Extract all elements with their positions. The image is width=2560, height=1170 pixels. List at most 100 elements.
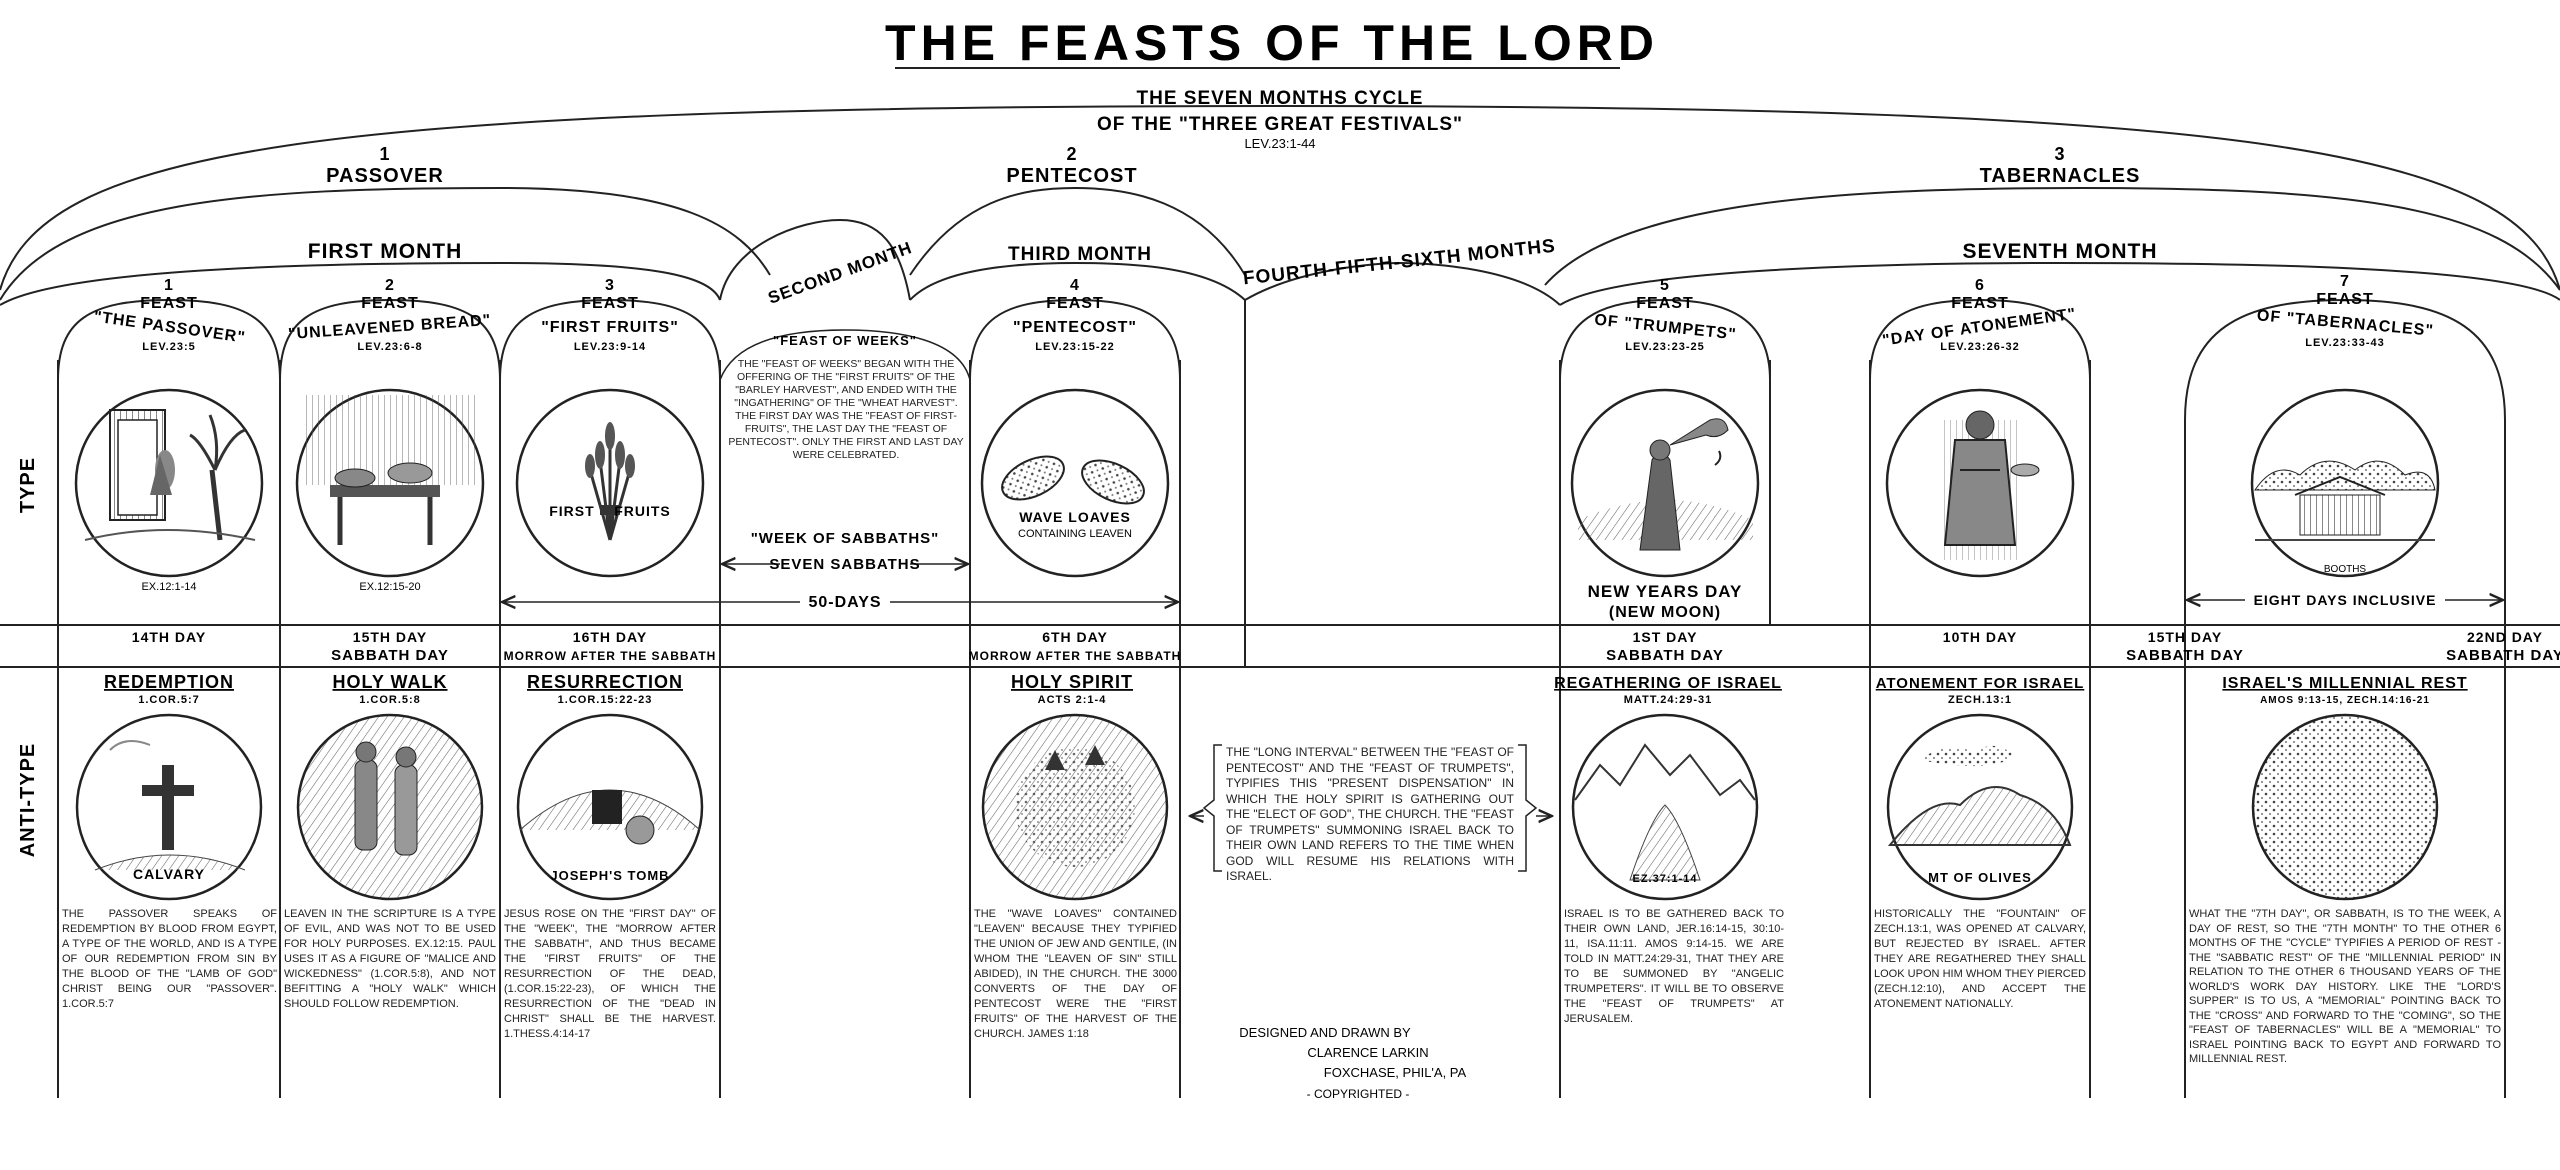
chart-title: THE FEASTS OF THE LORD — [885, 15, 1659, 71]
pentecost-scene — [1001, 455, 1145, 505]
row-label-type: TYPE — [17, 457, 39, 513]
feast-6-word: FEAST — [1951, 295, 2008, 312]
credit: DESIGNED AND DRAWN BY CLARENCE LARKIN FO… — [1239, 1025, 1466, 1101]
seventh-month-label: SEVENTH MONTH — [1962, 240, 2157, 263]
olives-scene — [1887, 745, 2072, 846]
third-month-label: THIRD MONTH — [1008, 244, 1152, 265]
anti-3-text-box: JESUS ROSE ON THE "FIRST DAY" OF THE "WE… — [504, 908, 716, 1040]
anti-5-ref: MATT.24:29-31 — [1624, 694, 1713, 706]
anti-7-text-box: WHAT THE "7TH DAY", OR SABBATH, IS TO TH… — [2189, 908, 2501, 1065]
tabernacles-scene — [2254, 460, 2436, 541]
anti-6-caption: MT OF OLIVES — [1928, 870, 2032, 885]
feast-3-day: 16TH DAY — [573, 629, 647, 645]
festival-3-name: TABERNACLES — [1980, 165, 2141, 187]
feast-1-header: 1 FEAST "THE PASSOVER" LEV.23:5 — [93, 277, 247, 353]
feast-5-name: OF "TRUMPETS" — [1594, 312, 1738, 344]
anti-2-title: HOLY WALK — [332, 672, 447, 692]
anti-1-ref: 1.COR.5:7 — [138, 694, 200, 706]
credit-line-1: DESIGNED AND DRAWN BY — [1239, 1025, 1411, 1040]
outer-cycle-arch — [0, 104, 2560, 291]
feast-5-day: 1ST DAY — [1633, 629, 1698, 645]
feast-3-number: 3 — [605, 277, 615, 294]
anti-2-text: LEAVEN IN THE SCRIPTURE IS A TYPE OF EVI… — [284, 908, 496, 1010]
feast-6-ref: LEV.23:26-32 — [1940, 341, 2019, 353]
resurrection-scene — [519, 789, 701, 845]
anti-4-title: HOLY SPIRIT — [1011, 672, 1133, 692]
anti-2-text-box: LEAVEN IN THE SCRIPTURE IS A TYPE OF EVI… — [284, 908, 496, 1010]
feast-3-word: FEAST — [581, 295, 638, 312]
feast-7-day: 15TH DAY — [2148, 629, 2222, 645]
feast-4-number: 4 — [1070, 277, 1080, 294]
festival-2-name: PENTECOST — [1006, 165, 1137, 187]
feast-1-word: FEAST — [140, 295, 197, 312]
feast-3-name: "FIRST FRUITS" — [541, 319, 679, 336]
feast-5-number: 5 — [1660, 277, 1670, 294]
feast-5-ref: LEV.23:23-25 — [1625, 341, 1704, 353]
anti-4-text: THE "WAVE LOAVES" CONTAINED "LEAVEN" BEC… — [974, 908, 1177, 1040]
feast-4-header: 4 FEAST "PENTECOST" LEV.23:15-22 — [1013, 277, 1136, 353]
passover-scene — [84, 409, 256, 541]
anti-5-text-box: ISRAEL IS TO BE GATHERED BACK TO THEIR O… — [1564, 908, 1784, 1025]
anti-6-ref: ZECH.13:1 — [1948, 694, 2012, 706]
festival-1-name: PASSOVER — [326, 165, 444, 187]
antitype-titles: REDEMPTION 1.COR.5:7 HOLY WALK 1.COR.5:8… — [104, 672, 2467, 706]
feast-2-day-note: SABBATH DAY — [331, 647, 449, 664]
subtitle-festivals: OF THE "THREE GREAT FESTIVALS" — [1097, 114, 1463, 135]
holy-walk-scene — [354, 741, 418, 856]
feast-4-ref: LEV.23:15-22 — [1035, 341, 1114, 353]
credit-line-4: - COPYRIGHTED - — [1307, 1087, 1410, 1101]
festival-1-number: 1 — [379, 144, 390, 164]
first-month-label: FIRST MONTH — [308, 240, 462, 263]
interval-text-box: THE "LONG INTERVAL" BETWEEN THE "FEAST O… — [1226, 745, 1514, 883]
feast-5-caption2: (NEW MOON) — [1609, 604, 1721, 621]
first-month-arch — [0, 261, 721, 306]
feast-1-number: 1 — [164, 277, 174, 294]
anti-3-caption: JOSEPH'S TOMB — [550, 868, 669, 883]
unleavened-scene — [305, 395, 475, 545]
anti-1-caption: CALVARY — [133, 866, 205, 882]
anti-2-ref: 1.COR.5:8 — [359, 694, 421, 706]
trumpets-scene — [1578, 418, 1753, 551]
feast-7-caption: BOOTHS — [2324, 564, 2367, 575]
column-lines — [57, 298, 2506, 1098]
feast-4-caption: WAVE LOAVES — [1019, 509, 1131, 525]
third-month-arch — [909, 261, 1246, 301]
feast-of-weeks: "FEAST OF WEEKS" THE "FEAST OF WEEKS" BE… — [502, 329, 1178, 611]
festival-2-number: 2 — [1066, 144, 1077, 164]
feast-2-word: FEAST — [361, 295, 418, 312]
day-row: 14TH DAY 15TH DAY SABBATH DAY 16TH DAY M… — [132, 629, 2560, 664]
second-month-label: SECOND MONTH — [766, 238, 915, 308]
holy-spirit-scene — [1015, 745, 1135, 867]
feast-7-number: 7 — [2340, 273, 2350, 290]
feast-5-word: FEAST — [1636, 295, 1693, 312]
feast-4-word: FEAST — [1046, 295, 1103, 312]
feast-2-ref: LEV.23:6-8 — [357, 341, 422, 353]
feast-3-day-note: MORROW AFTER THE SABBATH — [504, 649, 717, 663]
millennial-medallion — [2251, 713, 2439, 901]
tabernacles-arch — [1544, 186, 2560, 291]
antitype-captions: CALVARY JOSEPH'S TOMB EZ.37:1-14 MT OF O… — [133, 866, 2032, 885]
feast-3-ref: LEV.23:9-14 — [574, 341, 646, 353]
middle-months-label: FOURTH-FIFTH-SIXTH MONTHS — [1242, 236, 1557, 290]
feast-1-day: 14TH DAY — [132, 629, 206, 645]
sabbaths-label: SEVEN SABBATHS — [769, 556, 920, 573]
atonement-scene — [1940, 410, 2040, 560]
feast-1-under: EX.12:1-14 — [141, 581, 196, 593]
pentecost-medallion — [980, 388, 1170, 578]
eight-days-label: EIGHT DAYS INCLUSIVE — [2254, 592, 2437, 608]
feast-4-day-note: MORROW AFTER THE SABBATH — [969, 649, 1182, 663]
feast-2-under: EX.12:15-20 — [359, 581, 420, 593]
feast-4-day: 6TH DAY — [1042, 629, 1108, 645]
feast-7-day-end: 22ND DAY — [2467, 629, 2543, 645]
weeks-text-box: THE "FEAST OF WEEKS" BEGAN WITH THE OFFE… — [728, 358, 963, 461]
anti-1-text: THE PASSOVER SPEAKS OF REDEMPTION BY BLO… — [62, 908, 277, 1010]
anti-5-title: REGATHERING OF ISRAEL — [1554, 675, 1782, 692]
calvary-scene — [94, 740, 246, 871]
firstfruits-scene — [585, 422, 635, 541]
feast-6-number: 6 — [1975, 277, 1985, 294]
seventh-month-arch — [1559, 261, 2560, 306]
fifty-days-label: 50-DAYS — [808, 594, 881, 611]
subtitle-reference: LEV.23:1-44 — [1244, 136, 1315, 151]
anti-6-title: ATONEMENT FOR ISRAEL — [1876, 675, 2085, 692]
